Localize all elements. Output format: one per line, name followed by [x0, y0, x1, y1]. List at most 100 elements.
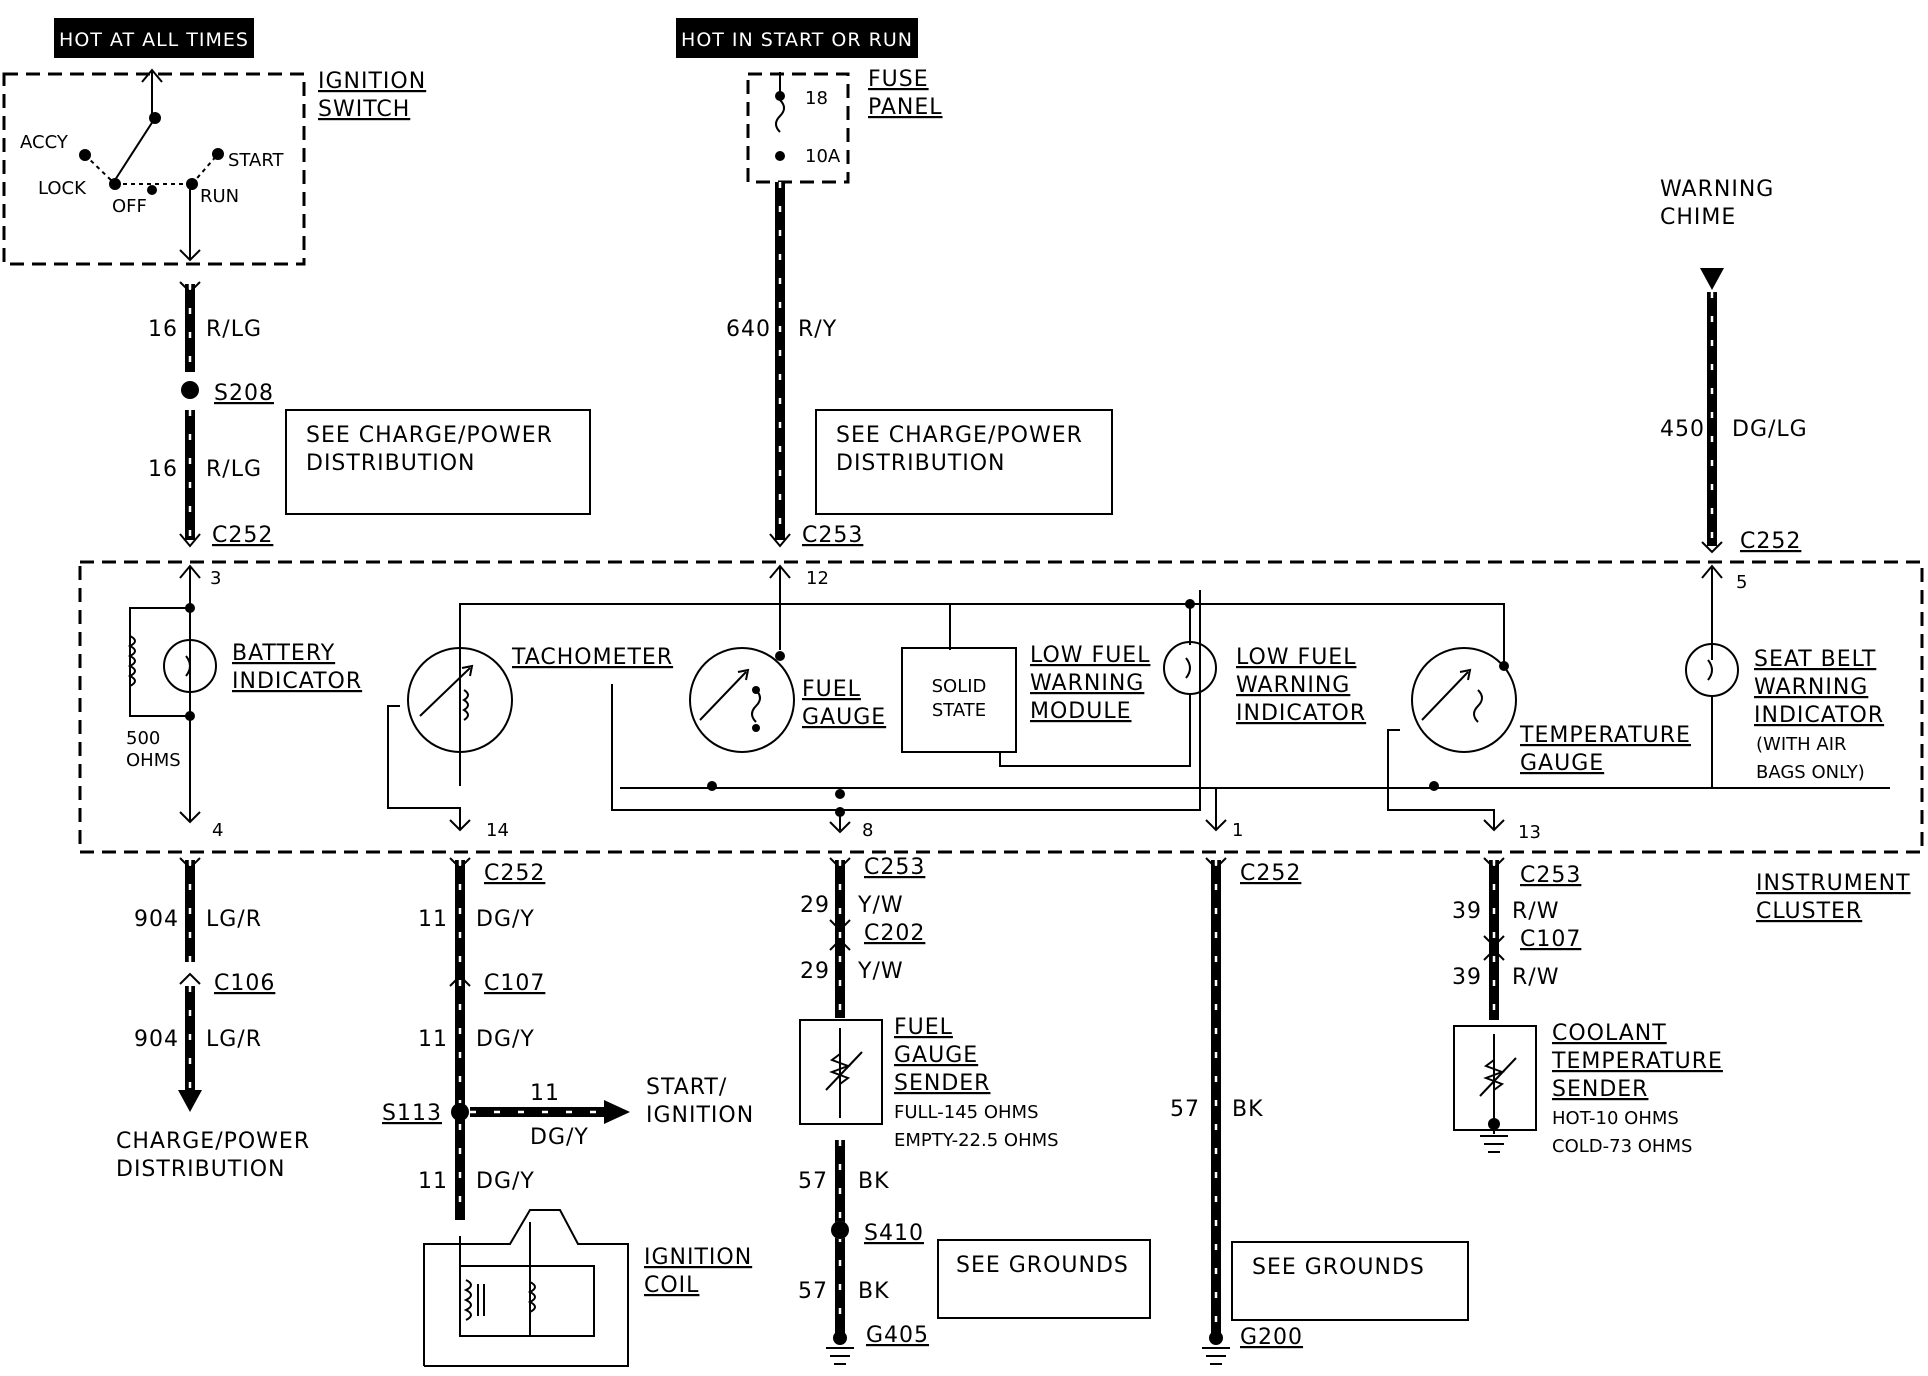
connector-label: C252: [212, 523, 273, 548]
svg-text:10A: 10A: [805, 146, 841, 167]
fuse-panel-title-2: PANEL: [868, 95, 943, 120]
svg-text:START: START: [228, 150, 285, 171]
wire-circuit-label: 11: [418, 1027, 448, 1052]
splice-label: S208: [214, 381, 274, 406]
connector-label: C253: [1520, 863, 1581, 888]
wire-circuit-label: 450: [1660, 417, 1705, 442]
splice-label: S113: [382, 1101, 442, 1126]
see-grounds-box-1: SEE GROUNDS: [937, 1239, 1151, 1319]
low-fuel-warning-lamp: [999, 599, 1227, 832]
wire-color-label: DG/Y: [476, 1027, 535, 1052]
seat-belt-label-5: BAGS ONLY): [1756, 762, 1865, 783]
temperature-gauge-label: TEMPERATURE: [1519, 723, 1691, 748]
wire-color-label: R/W: [1512, 899, 1559, 924]
svg-text:DISTRIBUTION: DISTRIBUTION: [306, 451, 476, 476]
pin-label: 5: [1736, 572, 1747, 593]
pin-label: 1: [1232, 820, 1243, 841]
wire-color-label: R/LG: [206, 317, 262, 342]
connector-label: C107: [484, 971, 545, 996]
resistor-label-2: OHMS: [126, 750, 181, 771]
wire-color-label: R/Y: [798, 317, 837, 342]
wire-color-label: DG/LG: [1732, 417, 1808, 442]
ignition-coil: [423, 1209, 629, 1367]
svg-text:LOCK: LOCK: [38, 178, 87, 199]
battery-indicator-label: BATTERY: [232, 641, 335, 666]
svg-text:DISTRIBUTION: DISTRIBUTION: [836, 451, 1006, 476]
wire-color-label: LG/R: [206, 1027, 262, 1052]
wire-circuit-label: 57: [798, 1169, 828, 1194]
see-charge-power-box-2: SEE CHARGE/POWER DISTRIBUTION: [815, 409, 1113, 515]
svg-text:HOT IN START OR RUN: HOT IN START OR RUN: [681, 29, 913, 51]
svg-text:SOLID: SOLID: [932, 676, 987, 697]
ignition-switch-title: IGNITION: [318, 69, 426, 94]
see-grounds-box-2: SEE GROUNDS: [1231, 1241, 1469, 1321]
coolant-sender-cold: COLD-73 OHMS: [1552, 1136, 1692, 1157]
pin-label: 13: [1518, 822, 1541, 843]
svg-text:SEE CHARGE/POWER: SEE CHARGE/POWER: [836, 423, 1083, 448]
low-fuel-module-label-3: MODULE: [1030, 699, 1132, 724]
wire-color-label: DG/Y: [476, 907, 535, 932]
seat-belt-indicator: [1685, 643, 1739, 788]
wire-29-57: [799, 857, 883, 1365]
coolant-sender-label-2: TEMPERATURE: [1551, 1049, 1723, 1074]
low-fuel-module-label: LOW FUEL: [1030, 643, 1150, 668]
seat-belt-label-3: INDICATOR: [1754, 703, 1884, 728]
splice-label: S410: [864, 1221, 924, 1246]
svg-text:SEE CHARGE/POWER: SEE CHARGE/POWER: [306, 423, 553, 448]
wire-16: [179, 281, 201, 548]
ignition-switch-title-2: SWITCH: [318, 97, 410, 122]
wire-904: [178, 857, 202, 1112]
hot-in-start-or-run-tag: HOT IN START OR RUN: [676, 18, 918, 58]
solid-state-module: SOLID STATE: [901, 647, 1017, 753]
wire-circuit-label: 39: [1452, 899, 1482, 924]
battery-indicator: [127, 603, 217, 824]
start-ignition-label-2: IGNITION: [646, 1103, 754, 1128]
wire-color-label: BK: [858, 1279, 890, 1304]
warning-chime-label-2: CHIME: [1660, 205, 1736, 230]
wire-circuit-label: 57: [1170, 1097, 1200, 1122]
pin-label: 4: [212, 820, 223, 841]
temperature-gauge-label-2: GAUGE: [1520, 751, 1604, 776]
fuel-sender-full: FULL-145 OHMS: [894, 1102, 1039, 1123]
warning-chime-label: WARNING: [1660, 177, 1774, 202]
fuel-gauge: [689, 647, 851, 834]
hot-at-all-times-tag: HOT AT ALL TIMES: [54, 18, 254, 58]
connector-label: C202: [864, 921, 925, 946]
wire-circuit-label: 29: [800, 959, 830, 984]
fuel-sender-label-3: SENDER: [894, 1071, 990, 1096]
wire-color-label: R/W: [1512, 965, 1559, 990]
svg-text:SEE GROUNDS: SEE GROUNDS: [1252, 1255, 1425, 1280]
tachometer-label: TACHOMETER: [511, 645, 673, 670]
ignition-coil-label: IGNITION: [644, 1245, 752, 1270]
seat-belt-label-2: WARNING: [1754, 675, 1868, 700]
fuse-panel-title: FUSE: [868, 67, 929, 92]
connector-label: C106: [214, 971, 275, 996]
wire-39: [1453, 857, 1537, 1153]
low-fuel-module-label-2: WARNING: [1030, 671, 1144, 696]
chime-arrow-icon: [1700, 268, 1724, 290]
wire-color-label: Y/W: [857, 893, 904, 918]
connector-label: C253: [802, 523, 863, 548]
battery-indicator-label-2: INDICATOR: [232, 669, 362, 694]
wire-circuit-label: 39: [1452, 965, 1482, 990]
charge-distribution-label: CHARGE/POWER: [116, 1129, 310, 1154]
fuel-sender-empty: EMPTY-22.5 OHMS: [894, 1130, 1059, 1151]
wire-circuit-label: 904: [134, 1027, 179, 1052]
seat-belt-label: SEAT BELT: [1754, 647, 1876, 672]
wire-640: [769, 182, 791, 548]
coolant-sender-hot: HOT-10 OHMS: [1552, 1108, 1679, 1129]
wire-circuit-label: 11: [530, 1081, 560, 1106]
wire-circuit-label: 904: [134, 907, 179, 932]
low-fuel-indicator-label: LOW FUEL: [1236, 645, 1356, 670]
svg-text:HOT AT ALL TIMES: HOT AT ALL TIMES: [59, 29, 249, 51]
wire-color-label: DG/Y: [476, 1169, 535, 1194]
svg-text:SEE GROUNDS: SEE GROUNDS: [956, 1253, 1129, 1278]
wire-circuit-label: 11: [418, 1169, 448, 1194]
wire-color-label: R/LG: [206, 457, 262, 482]
wire-color-label: BK: [858, 1169, 890, 1194]
wire-circuit-label: 57: [798, 1279, 828, 1304]
wire-11: [449, 857, 630, 1220]
connector-label: C252: [484, 861, 545, 886]
wire-color-label: DG/Y: [530, 1125, 589, 1150]
ignition-switch: ACCY LOCK OFF RUN START: [2, 68, 306, 266]
